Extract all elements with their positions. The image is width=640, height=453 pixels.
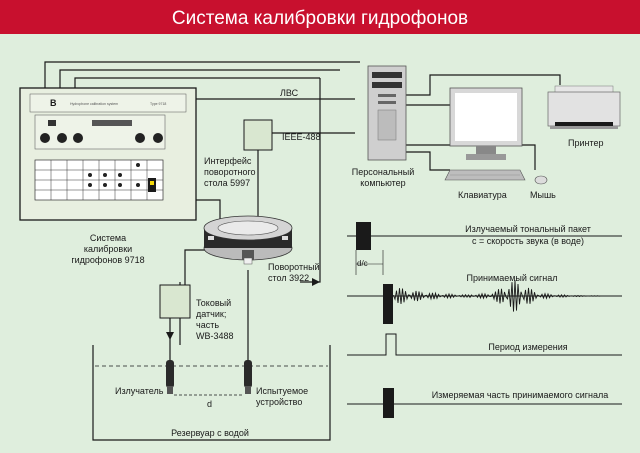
title-banner: [0, 0, 640, 34]
measured-part-block: [383, 388, 394, 418]
dut-label-1: Испытуемое: [256, 386, 308, 396]
distance-label: d: [207, 399, 212, 409]
cable-system-top-2: [59, 69, 340, 90]
desktop-computer-icon: [367, 65, 407, 161]
measured-part-label: Измеряемая часть принимаемого сигнала: [432, 390, 609, 400]
keyboard-icon: [444, 169, 526, 181]
turntable-label-1: Поворотный: [268, 262, 320, 272]
mouse-label: Мышь: [530, 190, 556, 200]
device-model-small: Type 9718: [150, 102, 166, 106]
sound-speed-label: c = скорость звука (в воде): [472, 236, 584, 246]
delay-label: d/c: [357, 259, 368, 268]
hydrophone-icon: [166, 360, 174, 394]
sensor-label-2: датчик;: [196, 309, 226, 319]
emitter-label: Излучатель: [115, 386, 164, 396]
sensor-label-1: Токовый: [196, 298, 231, 308]
pc-printer-line: [405, 74, 561, 96]
arrow-emitter: [166, 332, 174, 340]
dut-hydrophone-icon: [244, 360, 252, 394]
turntable-label-2: стол 3922: [268, 273, 309, 283]
lan-label: ЛВС: [280, 88, 299, 98]
water-tank: [92, 345, 331, 441]
device-header-small: Hydrophone calibration system: [70, 102, 118, 106]
svg-text:B: B: [50, 98, 57, 108]
pc-label-1: Персональный: [352, 167, 414, 177]
sensor-label-3: часть: [196, 320, 219, 330]
measure-period-pulse: [347, 333, 622, 356]
pc-label-2: компьютер: [360, 178, 405, 188]
cable-system-top-3: [74, 77, 320, 90]
received-signal-label: Принимаемый сигнал: [467, 273, 558, 283]
interface-label-3: стола 5997: [204, 178, 250, 188]
system-label-2: калибровки: [84, 244, 132, 254]
cable-to-turntable: [300, 78, 321, 283]
interface-label-2: поворотного: [204, 167, 256, 177]
printer-label: Принтер: [568, 138, 604, 148]
monitor-icon: [449, 87, 523, 160]
current-sensor-box: [159, 284, 191, 319]
turntable-icon: [203, 215, 293, 265]
page-title: Система калибровки гидрофонов: [172, 8, 468, 29]
ieee-label: IEEE-488: [282, 132, 321, 142]
received-burst: [383, 284, 393, 324]
printer-icon: [547, 85, 621, 129]
interface-label-1: Интерфейс: [204, 156, 252, 166]
dut-label-2: устройство: [256, 397, 302, 407]
mouse-icon: [534, 175, 548, 185]
arrow-turntable: [312, 278, 320, 286]
interface-box: [243, 119, 273, 151]
sensor-label-4: WB-3488: [196, 331, 234, 341]
cable-system-top-1: [44, 61, 360, 90]
calibration-system-icon: B Hydrophone calibration system Type 971…: [19, 87, 197, 221]
pc-keyboard-line: [398, 151, 450, 171]
emitted-packet-label: Излучаемый тональный пакет: [465, 224, 591, 234]
keyboard-label: Клавиатура: [458, 190, 507, 200]
system-label-1: Система: [90, 233, 126, 243]
emitted-packet-block: [356, 222, 371, 250]
system-label-3: гидрофонов 9718: [71, 255, 144, 265]
measure-period-label: Период измерения: [488, 342, 567, 352]
pc-mouse-line: [405, 144, 536, 170]
tank-label: Резервуар с водой: [171, 428, 249, 438]
